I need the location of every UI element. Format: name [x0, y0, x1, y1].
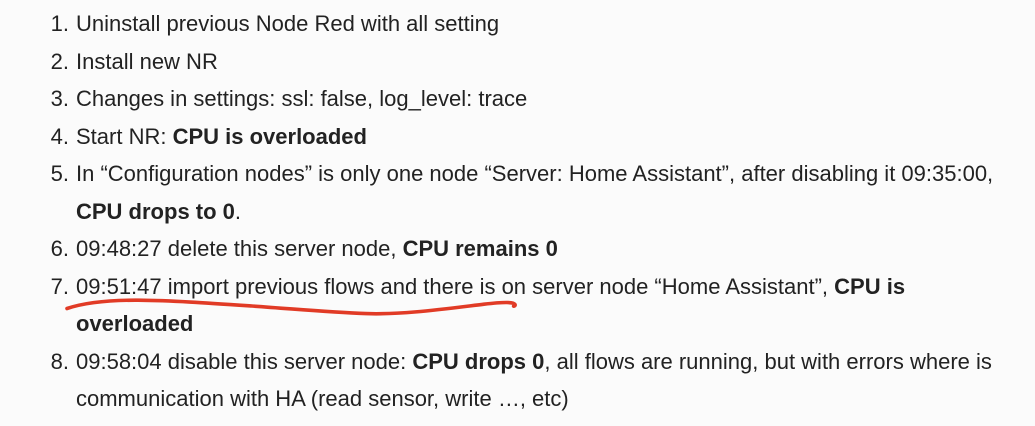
- text-run: Install new NR: [76, 48, 218, 74]
- list-item-5: 5. In “Configuration nodes” is only one n…: [51, 155, 1022, 230]
- list-item-6: 6. 09:48:27 delete this server node, CPU …: [51, 230, 1022, 268]
- text-run: 09:51:47 import previous flows and there…: [76, 273, 835, 299]
- list-item-number: 8.: [50, 348, 69, 374]
- text-run: In “Configuration nodes” is only one nod…: [76, 161, 994, 186]
- list-item-number: 5.: [50, 161, 69, 186]
- text-run: 09:58:04 disable this server node:: [76, 348, 413, 374]
- bold-text-run: CPU drops 0: [412, 348, 545, 374]
- list-item-8: 8. 09:58:04 disable this server node: CPU…: [51, 343, 1022, 418]
- text-run: Start NR:: [76, 123, 173, 149]
- list-item-3: 3. Changes in settings: ssl: false, log_l…: [51, 80, 1022, 118]
- bold-text-run: CPU drops to 0: [76, 198, 235, 224]
- list-item-number: 6.: [50, 236, 69, 261]
- bold-text-run: CPU is overloaded: [172, 123, 367, 149]
- list-item-1: 1. Uninstall previous Node Red with all s…: [51, 5, 1022, 43]
- text-run: 09:48:27 delete this server node,: [76, 236, 403, 261]
- list-item-number: 1.: [50, 11, 69, 36]
- list-item-number: 3.: [50, 86, 69, 111]
- text-run: .: [234, 198, 242, 224]
- text-run: Changes in settings: ssl: false, log_lev…: [76, 86, 528, 111]
- text-run: , all flows are running, but with errors…: [76, 348, 992, 412]
- text-run: Uninstall previous Node Red with all set…: [76, 11, 500, 36]
- bold-text-run: CPU remains 0: [402, 236, 558, 261]
- list-item-number: 7.: [50, 273, 69, 299]
- list-item-number: 4.: [50, 123, 69, 149]
- list-item-2: 2. Install new NR: [51, 43, 1022, 81]
- list-item-number: 2.: [50, 48, 69, 74]
- list-item-4: 4. Start NR: CPU is overloaded: [51, 118, 1022, 156]
- list-item-7: 7. 09:51:47 import previous flows and the…: [51, 268, 1022, 343]
